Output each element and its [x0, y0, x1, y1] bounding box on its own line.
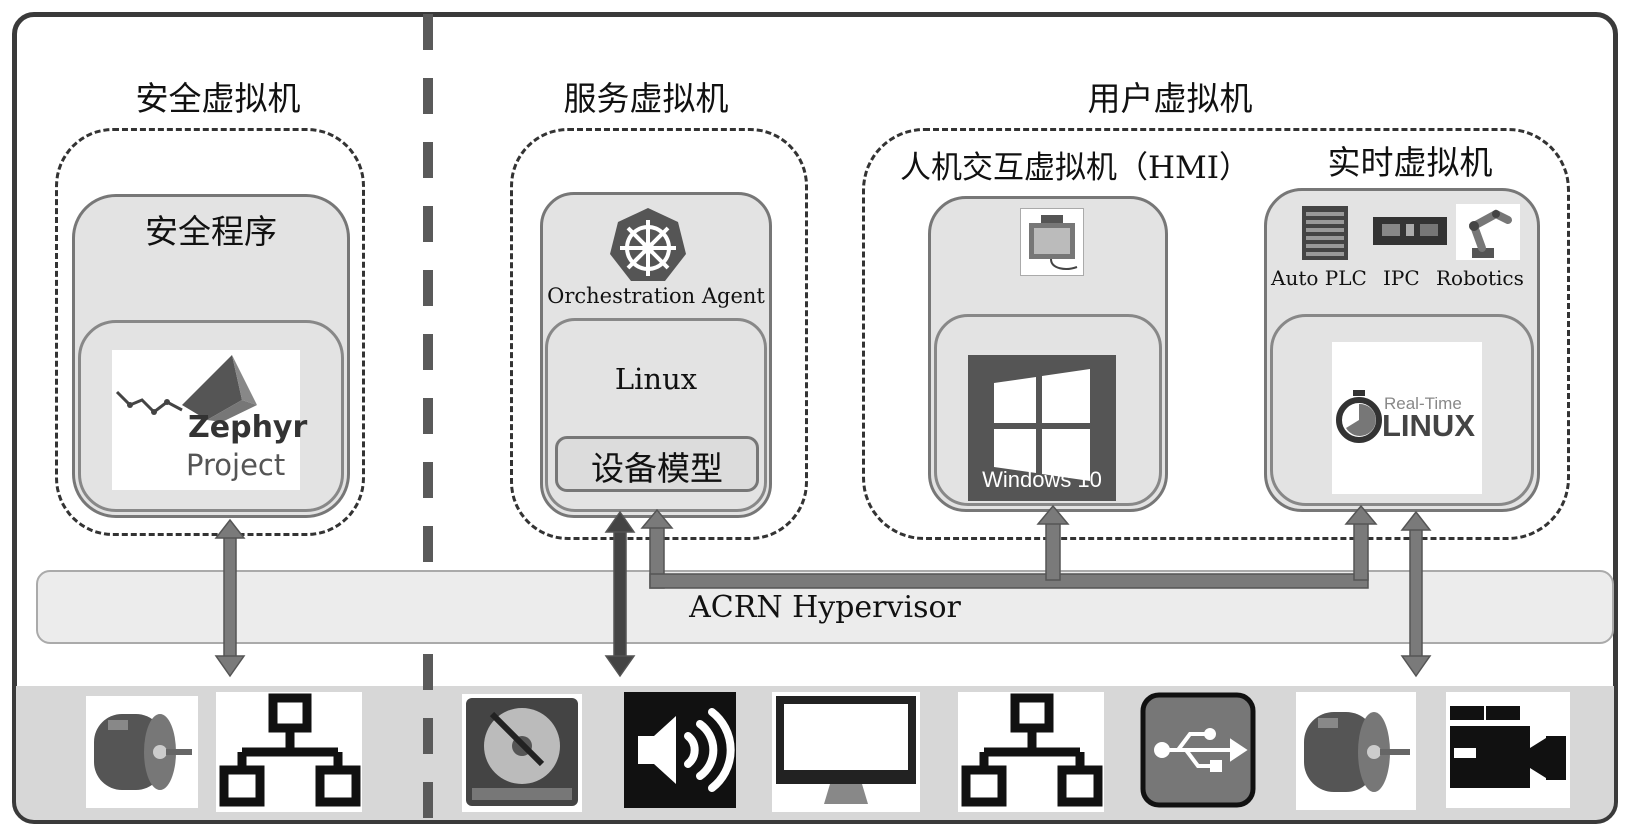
kubernetes-icon	[608, 206, 688, 286]
zephyr-logo: Zephyr Project	[112, 350, 307, 490]
safety-program-label: 安全程序	[145, 212, 277, 251]
stopwatch-icon	[1336, 390, 1382, 443]
ipc-label: IPC	[1383, 266, 1420, 290]
partition-divider	[423, 14, 433, 822]
robot-arm-icon	[1456, 204, 1520, 260]
auto-plc-label: Auto PLC	[1271, 266, 1367, 290]
safety-arrow-head-down	[214, 655, 246, 678]
user-vm-title: 用户虚拟机	[1087, 79, 1253, 118]
linux-big-text: LINUX	[1382, 408, 1475, 443]
windows-icon	[994, 369, 1090, 481]
robotics-label: Robotics	[1436, 266, 1524, 290]
rt-passthrough-head-down	[1400, 655, 1432, 678]
rt-connector	[1353, 519, 1369, 581]
rt-passthrough-head-up	[1400, 510, 1432, 531]
acrn-hypervisor-label: ACRN Hypervisor	[689, 590, 961, 625]
safety-vm-title: 安全虚拟机	[135, 79, 301, 118]
hmi-panel-icon	[1020, 208, 1084, 276]
service-arrow-head-up	[604, 510, 636, 533]
usb-icon	[1140, 692, 1256, 808]
realtime-linux-logo: Real-Time LINUX	[1332, 342, 1482, 494]
hmi-connector	[1045, 519, 1061, 581]
emulation-bus-line	[649, 573, 1369, 589]
user-vm-boundary	[862, 128, 1570, 540]
network-icon-2	[958, 692, 1104, 812]
service-arrow-shaft	[613, 529, 627, 659]
hmi-arrow-head	[1036, 504, 1070, 525]
rt-passthrough-shaft	[1409, 527, 1423, 659]
rt-arrow-head	[1344, 504, 1378, 525]
zephyr-logo-text: Zephyr	[188, 410, 308, 445]
speaker-icon	[624, 692, 736, 808]
video-camera-icon	[1446, 692, 1570, 808]
project-logo-text: Project	[186, 448, 286, 482]
motor-icon-2	[1296, 692, 1416, 810]
device-model-label: 设备模型	[591, 449, 723, 488]
network-icon	[216, 692, 362, 812]
windows-label: Windows 10	[982, 467, 1102, 492]
safety-vm-boundary	[55, 128, 365, 536]
linux-os-label: Linux	[614, 362, 698, 396]
windows-logo: Windows 10	[968, 355, 1116, 501]
safety-arrow-shaft	[223, 535, 237, 661]
orchestration-agent-label: Orchestration Agent	[547, 284, 765, 308]
realtime-small-text: Real-Time	[1384, 394, 1462, 413]
service-arrow-head-down	[604, 655, 636, 678]
motor-icon	[86, 696, 198, 808]
zephyr-kite-icon	[115, 355, 257, 422]
monitor-icon	[772, 692, 920, 812]
service-vm-title: 服务虚拟机	[563, 79, 729, 118]
hmi-vm-title: 人机交互虚拟机（HMI）	[899, 150, 1251, 186]
plc-icon	[1300, 204, 1350, 262]
ipc-icon	[1372, 214, 1448, 248]
device-model-box	[555, 436, 759, 492]
device-model-arrow-head	[640, 508, 674, 529]
hard-drive-icon	[462, 694, 582, 812]
safety-arrow-head-up	[214, 518, 246, 539]
realtime-vm-title: 实时虚拟机	[1327, 143, 1493, 182]
